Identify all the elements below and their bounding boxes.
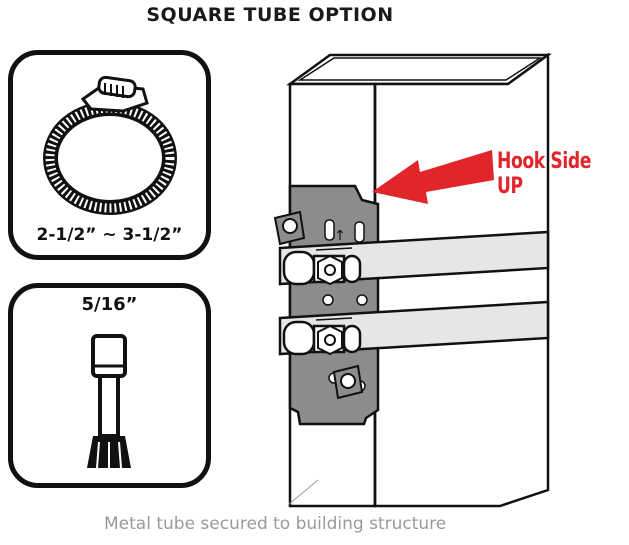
hook-side-arrow <box>372 150 494 204</box>
clamp-screw-upper <box>312 254 362 286</box>
clamp-size-label: 2-1/2” ~ 3-1/2” <box>36 225 183 245</box>
hose-clamp-icon <box>43 75 177 215</box>
caption-leader-line <box>287 479 319 506</box>
socket-size-panel: 5/16” <box>8 283 211 488</box>
up-arrow: ↑ <box>334 228 346 244</box>
hook-side-up-callout: Hook Side UP <box>497 149 591 199</box>
clamp-screw-lower <box>312 324 362 356</box>
tube-caption: Metal tube secured to building structure <box>104 514 447 534</box>
socket-driver-icon <box>87 334 131 469</box>
socket-size-label: 5/16” <box>81 294 138 315</box>
tube-side <box>373 52 550 508</box>
clamp-size-panel: 2-1/2” ~ 3-1/2” <box>8 50 211 260</box>
page-title: SQUARE TUBE OPTION <box>146 4 394 26</box>
